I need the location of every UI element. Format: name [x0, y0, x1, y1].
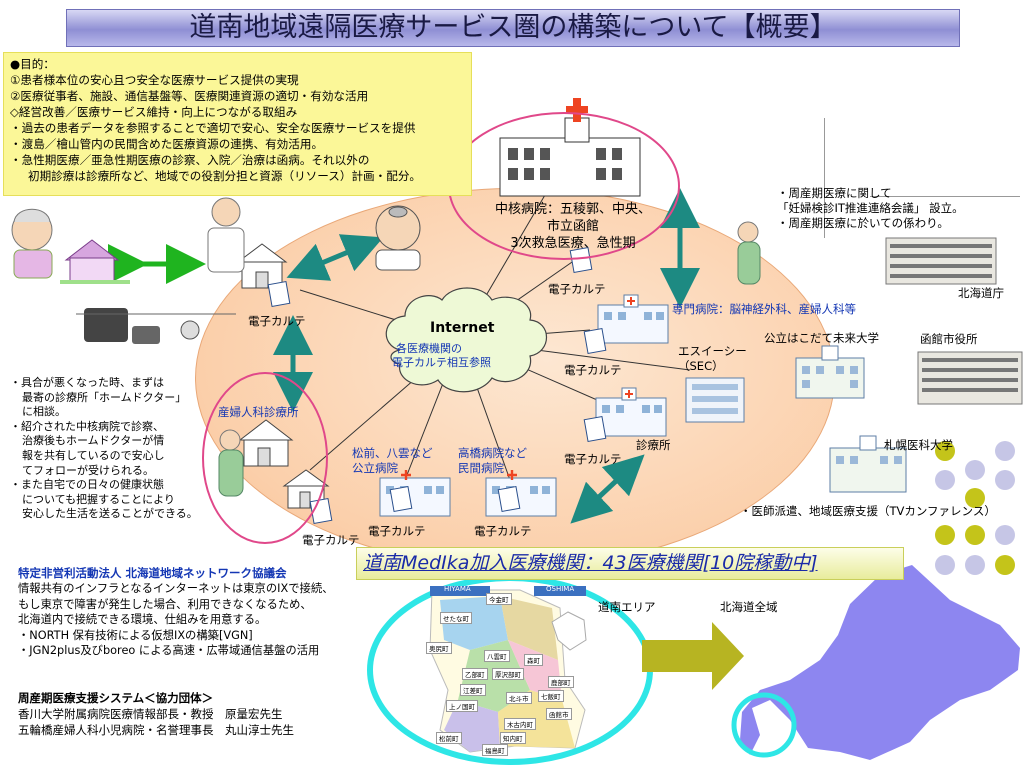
support-section: 周産期医療支援システム＜協力団体＞ 香川大学附属病院医療情報部長・教授 原量宏先… — [18, 691, 294, 737]
town-label: 厚沢部町 — [492, 668, 524, 680]
town-label: 知内町 — [500, 732, 526, 744]
cloud-caption: 各医療機関の 電子カルテ相互参照 — [392, 342, 491, 369]
goal-line: ・渡島／檜山管内の民間含めた医療資源の連携、有効活用。 — [10, 137, 324, 151]
goal-line: ①患者様本位の安心且つ安全な医療サービス提供の実現 — [10, 73, 299, 87]
ekarte-label-private: 電子カルテ — [474, 524, 532, 538]
town-label: 乙部町 — [462, 668, 488, 680]
support-title: 周産期医療支援システム＜協力団体＞ — [18, 691, 214, 705]
hokkaido-office-icon — [885, 237, 997, 285]
ekarte-label-core: 電子カルテ — [548, 282, 606, 296]
home-clinic-house-icon — [236, 243, 288, 289]
town-label: 七飯町 — [538, 690, 564, 702]
ekarte-label-home: 電子カルテ — [248, 314, 306, 328]
town-label: 北斗市 — [506, 692, 532, 704]
obgyn-label: 産婦人科診療所 — [218, 405, 299, 419]
goals-box: ●目的： ①患者様本位の安心且つ安全な医療サービス提供の実現 ②医療従事者、施設… — [3, 52, 472, 196]
goal-line: ・過去の患者データを参照することで適切で安心、安全な医療サービスを提供 — [10, 121, 416, 135]
town-label: 鹿部町 — [548, 676, 574, 688]
dispatch-note: ・医師派遣、地域医療支援（TVカンファレンス） — [740, 504, 996, 518]
medika-banner: 道南MedIka加入医療機関：43医療機関[10院稼動中] — [356, 547, 904, 580]
obgyn-ring — [202, 372, 328, 544]
ekarte-label-public: 電子カルテ — [368, 524, 426, 538]
internet-label: Internet — [430, 320, 495, 336]
arrow-private-clinic — [570, 454, 645, 524]
goal-line: ・急性期医療／亜急性期医療の診察、入院／治療は函病。それ以外の — [10, 153, 370, 167]
hakodate-cityhall-icon — [917, 351, 1023, 405]
town-label: 江差町 — [460, 684, 486, 696]
core-doctor-icon — [375, 205, 421, 271]
town-label: 木古内町 — [504, 718, 536, 730]
future-university-icon — [795, 345, 865, 399]
decor-line-horizontal — [870, 196, 1020, 197]
sapporo-medical-univ-icon — [829, 435, 907, 493]
goal-line: ②医療従事者、施設、通信基盤等、医療関連資源の適切・有効な活用 — [10, 89, 369, 103]
elderly-patient-icon — [11, 208, 53, 279]
map-hiyama-label: HIYAMA — [444, 585, 471, 593]
perinatal-note: ・周産期医療に関して 「妊婦検診IT推進連絡会議」 設立。 ・周産期医療に於いて… — [777, 186, 964, 230]
goal-line: ●目的： — [10, 57, 55, 71]
map-oshima-label: OSHIMA — [546, 585, 575, 593]
future-univ-label: 公立はこだて未来大学 — [764, 331, 879, 345]
clinic-building-icon — [595, 387, 667, 437]
hokkaido-map — [740, 565, 1020, 760]
town-label: 函館市 — [546, 708, 572, 720]
donan-area-label: 道南エリア — [598, 600, 656, 614]
private-hospital-label: 高橋病院など 民間病院 — [458, 446, 527, 475]
npo-section: 特定非営利活動法人 北海道地域ネットワーク協議会 情報共有のインフラとなるインタ… — [18, 566, 334, 658]
area-arrow-icon — [642, 622, 744, 690]
specialist-hospital-icon — [597, 294, 669, 344]
sec-label: エスイーシー （SEC） — [678, 344, 747, 373]
patient-home-icon — [60, 239, 130, 284]
town-label: 奥尻町 — [426, 642, 452, 654]
home-doctor-icon — [207, 197, 245, 273]
town-label: 松前町 — [436, 732, 462, 744]
goal-line: 初期診療は診療所など、地域での役割分担と資源（リソース）計画・配分。 — [28, 169, 422, 183]
town-label: せたな町 — [440, 612, 472, 624]
town-label: 森町 — [524, 654, 543, 666]
clinic-label: 診療所 — [636, 438, 671, 452]
sapporo-label: 札幌医科大学 — [884, 438, 953, 452]
ekarte-label-small-clinic: 電子カルテ — [302, 533, 360, 547]
town-label: 福島町 — [482, 744, 508, 756]
town-label: 上ノ国町 — [446, 700, 478, 712]
goal-line: ◇経営改善／医療サービス維持・向上につながる取組み — [10, 105, 298, 119]
town-label: 今金町 — [486, 593, 512, 605]
public-hospital-label: 松前、八雲など 公立病院 — [352, 446, 433, 475]
decor-dots — [935, 441, 1015, 575]
sec-building-icon — [685, 377, 745, 423]
health-devices-icon — [84, 308, 200, 344]
internet-cloud-icon — [385, 287, 547, 393]
ekarte-label-clinic: 電子カルテ — [564, 452, 622, 466]
hokkaido-all-label: 北海道全域 — [720, 600, 778, 614]
decor-line-vertical — [824, 118, 825, 238]
page-title: 道南地域遠隔医療サービス圏の構築について【概要】 — [66, 9, 960, 47]
town-label: 八雲町 — [484, 650, 510, 662]
city-hall-label: 函館市役所 — [920, 332, 978, 346]
arrow-doctor-clinic — [286, 234, 384, 281]
npo-title: 特定非営利活動法人 北海道地域ネットワーク協議会 — [18, 566, 287, 580]
private-hospital-icon — [485, 470, 557, 517]
patient-benefit-notes: ・具合が悪くなった時、まずは 最寄の診療所「ホームドクター」 に相談。 ・紹介さ… — [10, 376, 198, 521]
core-hospital-label: 中核病院：五稜郭、中央、 市立函館 3次救急医療、急性期 — [494, 202, 651, 251]
hokkaido-map-cyan-ring — [731, 692, 797, 758]
ekarte-document-icons — [267, 247, 607, 524]
pregnant-woman-icon-right — [737, 221, 761, 285]
hokkaido-office-label: 北海道庁 — [958, 286, 1004, 300]
ekarte-label-specialist: 電子カルテ — [564, 363, 622, 377]
specialist-hospital-label: 専門病院：脳神経外科、産婦人科等 — [672, 302, 856, 316]
